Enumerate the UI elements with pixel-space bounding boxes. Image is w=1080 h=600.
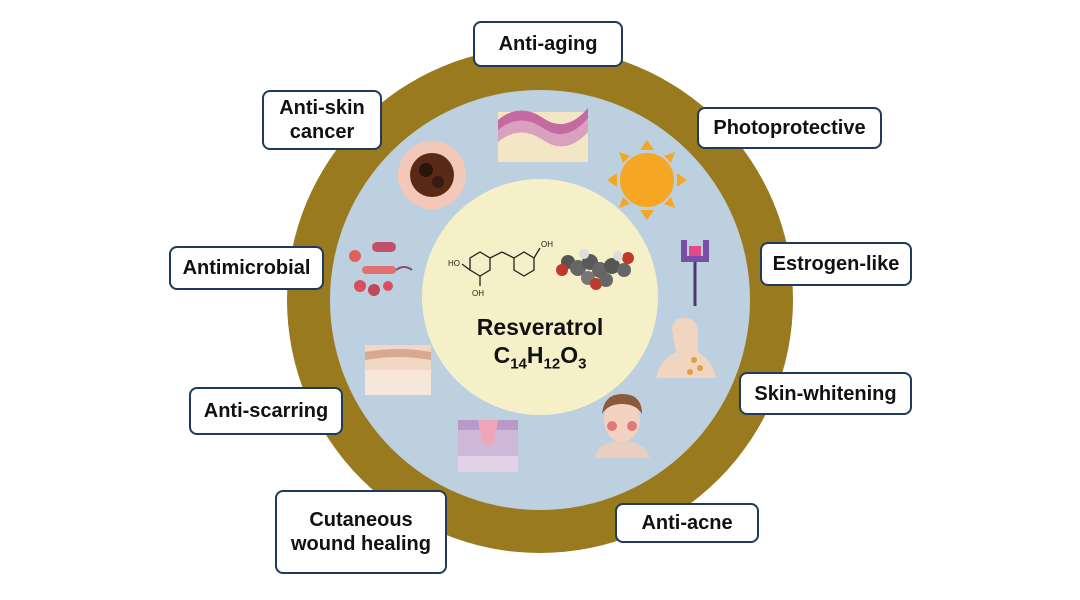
label-anti-skin-cancer: Anti-skin cancer bbox=[262, 90, 382, 150]
acne-face-icon bbox=[594, 394, 650, 458]
skin-layers-icon bbox=[498, 108, 588, 162]
label-photoprotective: Photoprotective bbox=[697, 107, 882, 149]
label-anti-aging: Anti-aging bbox=[473, 21, 623, 67]
sun-icon bbox=[607, 140, 687, 220]
label-wound-healing: Cutaneous wound healing bbox=[275, 490, 447, 574]
label-estrogen-like: Estrogen-like bbox=[760, 242, 912, 286]
microbes-icon bbox=[349, 242, 413, 296]
structure-formula-icon bbox=[461, 247, 541, 286]
label-anti-acne: Anti-acne bbox=[615, 503, 759, 543]
neck-spots-icon bbox=[656, 318, 716, 378]
oh-bottom-label: OH bbox=[472, 289, 484, 298]
label-anti-scarring: Anti-scarring bbox=[189, 387, 343, 435]
label-skin-whitening: Skin-whitening bbox=[739, 372, 912, 415]
center-disk bbox=[422, 179, 658, 415]
label-antimicrobial: Antimicrobial bbox=[169, 246, 324, 290]
scar-skin-icon bbox=[365, 345, 431, 395]
molecule-3d-icon bbox=[556, 249, 634, 290]
melanoma-icon bbox=[398, 141, 466, 209]
wound-skin-icon bbox=[458, 420, 518, 472]
estrogen-receptor-icon bbox=[681, 240, 709, 306]
oh-top-label: OH bbox=[541, 240, 553, 249]
ho-left-label: HO bbox=[448, 259, 460, 268]
center-compound-formula: C14H12O3 bbox=[493, 342, 587, 373]
center-compound-name: Resveratrol bbox=[476, 314, 604, 340]
